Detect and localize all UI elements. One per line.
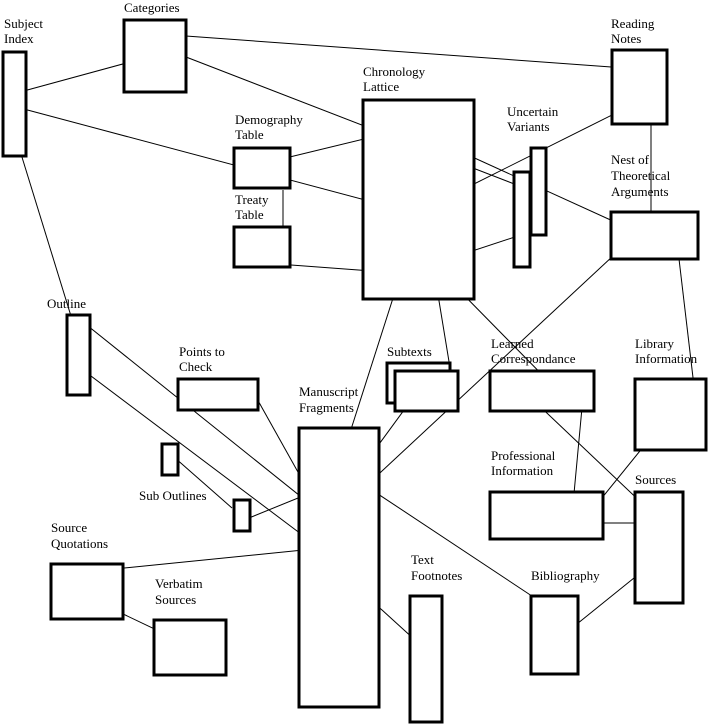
treaty-table-label: Treaty Table (235, 192, 272, 222)
connector (19, 107, 411, 213)
connector (84, 547, 324, 573)
nest-of-theoretical-arguments-box (609, 210, 700, 261)
sub-outline-box-1 (160, 442, 180, 477)
sources-label: Sources (635, 472, 676, 487)
demography-table-box (232, 146, 292, 190)
connector (371, 489, 554, 611)
sources-box (633, 490, 685, 605)
professional-information-box (488, 490, 605, 541)
sub-outlines-label: Sub Outlines (139, 488, 207, 503)
manuscript-fragments-label: Manuscript Fragments (299, 384, 361, 415)
chronology-lattice-box (361, 98, 476, 301)
uncertain-variants-box-front (512, 170, 532, 269)
learned-correspondance-box (488, 369, 596, 413)
bibliography-label: Bibliography (531, 568, 600, 583)
connector (82, 369, 306, 538)
text-footnotes-box (408, 594, 444, 724)
subject-index-label: Subject Index (4, 16, 46, 46)
subtexts-box-front (393, 369, 460, 413)
library-information-box (633, 377, 708, 452)
manuscript-fragments-box (297, 426, 381, 709)
categories-label: Categories (124, 0, 180, 15)
source-quotations-label: Source Quotations (51, 520, 108, 551)
treaty-table-box (232, 225, 292, 269)
points-to-check-box (176, 377, 260, 412)
connector (366, 241, 629, 486)
connector (171, 34, 626, 69)
library-information-label: Library Information (635, 336, 698, 366)
sub-outline-box-2 (232, 498, 252, 533)
verbatim-sources-label: Verbatim Sources (155, 576, 206, 607)
demography-table-label: Demography Table (235, 112, 306, 142)
verbatim-sources-box (152, 618, 228, 677)
outline-label: Outline (47, 296, 86, 311)
categories-box (122, 18, 188, 94)
points-to-check-label: Points to Check (179, 344, 228, 374)
uncertain-variants-box-back (529, 146, 548, 237)
outline-box (65, 313, 92, 397)
subtexts-label: Subtexts (387, 344, 432, 359)
labels: Subject Index Categories Reading Notes C… (4, 0, 698, 607)
boxes (1, 18, 708, 724)
uncertain-variants-label: Uncertain Variants (507, 104, 562, 134)
chronology-lattice-label: Chronology Lattice (363, 64, 428, 94)
reading-notes-label: Reading Notes (611, 16, 658, 46)
nest-of-theoretical-arguments-label: Nest of Theoretical Arguments (611, 152, 673, 199)
subject-index-box (1, 50, 28, 158)
bibliography-box (529, 594, 580, 676)
learned-correspondance-label: Learned Correspondance (491, 336, 576, 366)
professional-information-label: Professional Information (491, 448, 559, 478)
source-quotations-box (49, 562, 125, 621)
text-footnotes-label: Text Footnotes (411, 552, 462, 583)
reading-notes-box (610, 48, 669, 126)
